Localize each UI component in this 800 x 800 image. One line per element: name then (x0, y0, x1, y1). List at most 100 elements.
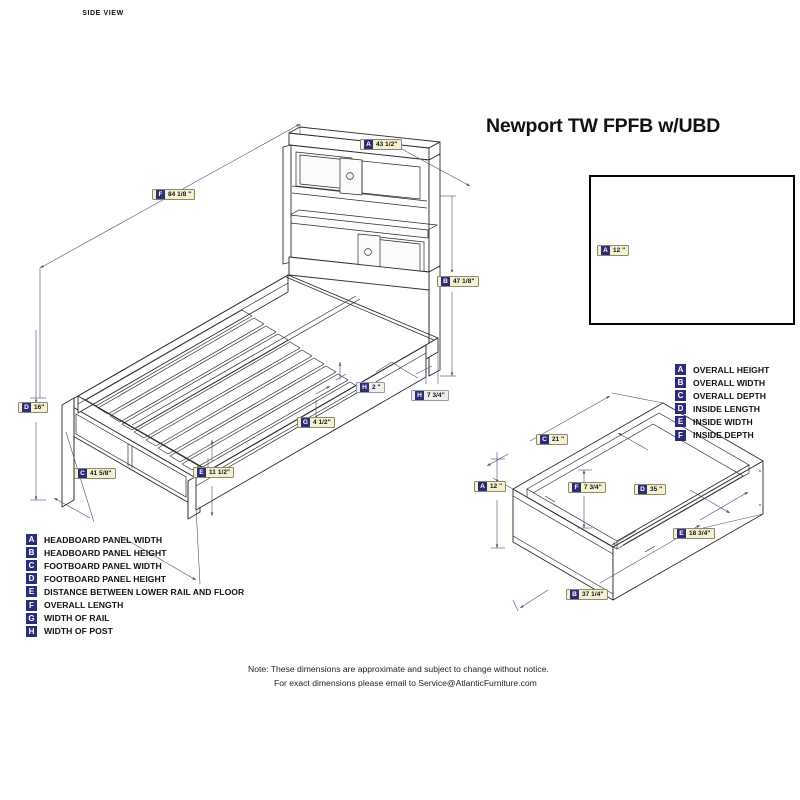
dimension-callout-bed-a: A 43 1/2" (360, 139, 402, 150)
legend-label: OVERALL DEPTH (693, 390, 767, 401)
drawer-isometric-drawing (512, 402, 764, 601)
dimension-value: 84 1/8 " (168, 191, 192, 198)
dimension-tag: H (360, 383, 369, 392)
note-line-2: For exact dimensions please email to Ser… (274, 677, 537, 688)
side-view-label: SIDE VIEW (82, 10, 124, 17)
legend-item: G WIDTH OF RAIL (26, 612, 244, 625)
legend-tag: B (675, 377, 686, 389)
dimension-callout-drawer-b: B 37 1/4" (566, 589, 608, 600)
bed-isometric-drawing (61, 126, 441, 520)
legend-item: E INSIDE WIDTH (675, 415, 769, 428)
legend-label: FOOTBOARD PANEL WIDTH (44, 560, 162, 571)
dimension-tag: F (572, 483, 581, 492)
drawer-dimension-legend: A OVERALL HEIGHT B OVERALL WIDTH C OVERA… (675, 363, 769, 442)
dimension-tag: C (78, 469, 87, 478)
dimension-tag: G (301, 418, 310, 427)
dimension-value: 16" (34, 404, 45, 411)
dimension-value: 4 1/2" (313, 419, 331, 426)
legend-tag: E (675, 416, 686, 428)
legend-label: WIDTH OF RAIL (44, 613, 110, 624)
dimension-callout-drawer-a: A 12 " (474, 481, 507, 492)
dimension-value: 2 " (372, 384, 381, 391)
dimension-tag: H (415, 391, 424, 400)
dimension-tag: A (601, 246, 610, 255)
dimension-callout-drawer-c: C 21 " (536, 434, 569, 445)
legend-tag: E (26, 586, 37, 598)
legend-label: OVERALL WIDTH (693, 377, 766, 388)
dimension-tag: A (364, 140, 373, 149)
legend-label: DISTANCE BETWEEN LOWER RAIL AND FLOOR (44, 586, 245, 597)
legend-tag: C (26, 560, 37, 572)
legend-item: H WIDTH OF POST (26, 625, 244, 638)
dimension-value: 7 3/4" (584, 484, 602, 491)
dimension-value: 12 " (613, 247, 626, 254)
dimension-value: 21 " (552, 436, 565, 443)
legend-item: D FOOTBOARD PANEL HEIGHT (26, 572, 244, 585)
legend-label: OVERALL HEIGHT (693, 364, 770, 375)
dimension-callout-bed-b: B 47 1/8" (437, 276, 479, 287)
dimension-callout-bed-d: D 16" (18, 402, 49, 413)
legend-tag: F (675, 429, 686, 441)
dimension-tag: E (677, 529, 686, 538)
dimension-callout-drawer-e: E 18 3/4" (673, 528, 715, 539)
legend-tag: F (26, 599, 37, 611)
dimension-callout-drawer-d: D 35 " (634, 484, 667, 495)
legend-item: B HEADBOARD PANEL HEIGHT (26, 546, 244, 559)
legend-tag: H (26, 625, 37, 637)
slat-platform (77, 274, 439, 479)
dimension-tag: A (478, 482, 487, 491)
dimension-tag: E (197, 468, 206, 477)
disclaimer-note: Note: These dimensions are approximate a… (248, 663, 549, 690)
dimension-value: 12 " (490, 483, 503, 490)
dimension-tag: B (441, 277, 450, 286)
legend-label: HEADBOARD PANEL HEIGHT (44, 547, 167, 558)
legend-tag: A (675, 364, 686, 376)
dimension-value: 47 1/8" (453, 278, 475, 285)
dimension-value: 7 3/4" (427, 392, 445, 399)
dimension-tag: B (570, 590, 579, 599)
page-title: Newport TW FPFB w/UBD (486, 115, 721, 137)
legend-item: A OVERALL HEIGHT (675, 363, 769, 376)
bookcase-headboard (282, 126, 441, 377)
legend-item: B OVERALL WIDTH (675, 376, 769, 389)
dimension-callout-side-view-a: A 12 " (597, 245, 630, 256)
legend-tag: D (26, 573, 37, 585)
dimension-value: 11 1/2" (209, 469, 231, 476)
legend-label: OVERALL LENGTH (44, 600, 124, 611)
dimension-value: 41 5/8" (90, 470, 112, 477)
legend-tag: G (26, 612, 37, 624)
dimension-tag: D (22, 403, 31, 412)
legend-label: INSIDE DEPTH (693, 430, 754, 441)
dimension-value: 35 " (650, 486, 663, 493)
dimension-callout-bed-h2: H 7 3/4" (411, 390, 449, 401)
legend-tag: A (26, 534, 37, 546)
dimension-tag: F (156, 190, 165, 199)
legend-item: E DISTANCE BETWEEN LOWER RAIL AND FLOOR (26, 585, 244, 598)
dimension-tag: C (540, 435, 549, 444)
legend-tag: B (26, 547, 37, 559)
bed-dimension-legend: A HEADBOARD PANEL WIDTH B HEADBOARD PANE… (26, 533, 244, 638)
legend-label: FOOTBOARD PANEL HEIGHT (44, 573, 167, 584)
legend-tag: D (675, 403, 686, 415)
legend-item: C FOOTBOARD PANEL WIDTH (26, 559, 244, 572)
dimension-value: 43 1/2" (376, 141, 398, 148)
drawer-dimension-lines (486, 392, 764, 612)
legend-label: WIDTH OF POST (44, 626, 113, 637)
dimension-tag: D (638, 485, 647, 494)
legend-item: C OVERALL DEPTH (675, 389, 769, 402)
legend-label: INSIDE LENGTH (693, 403, 761, 414)
legend-item: F INSIDE DEPTH (675, 428, 769, 441)
dimension-callout-bed-h1: H 2 " (356, 382, 385, 393)
dimension-value: 37 1/4" (582, 591, 604, 598)
legend-tag: C (675, 390, 686, 402)
dimension-callout-bed-c: C 41 5/8" (74, 468, 116, 479)
dimension-value: 18 3/4" (689, 530, 711, 537)
dimension-callout-bed-f: F 84 1/8 " (152, 189, 196, 200)
legend-label: HEADBOARD PANEL WIDTH (44, 534, 163, 545)
dimension-callout-bed-e: E 11 1/2" (193, 467, 235, 478)
legend-item: D INSIDE LENGTH (675, 402, 769, 415)
legend-label: INSIDE WIDTH (693, 416, 753, 427)
dimension-callout-bed-g: G 4 1/2" (297, 417, 335, 428)
legend-item: A HEADBOARD PANEL WIDTH (26, 533, 244, 546)
note-line-1: Note: These dimensions are approximate a… (248, 664, 549, 674)
